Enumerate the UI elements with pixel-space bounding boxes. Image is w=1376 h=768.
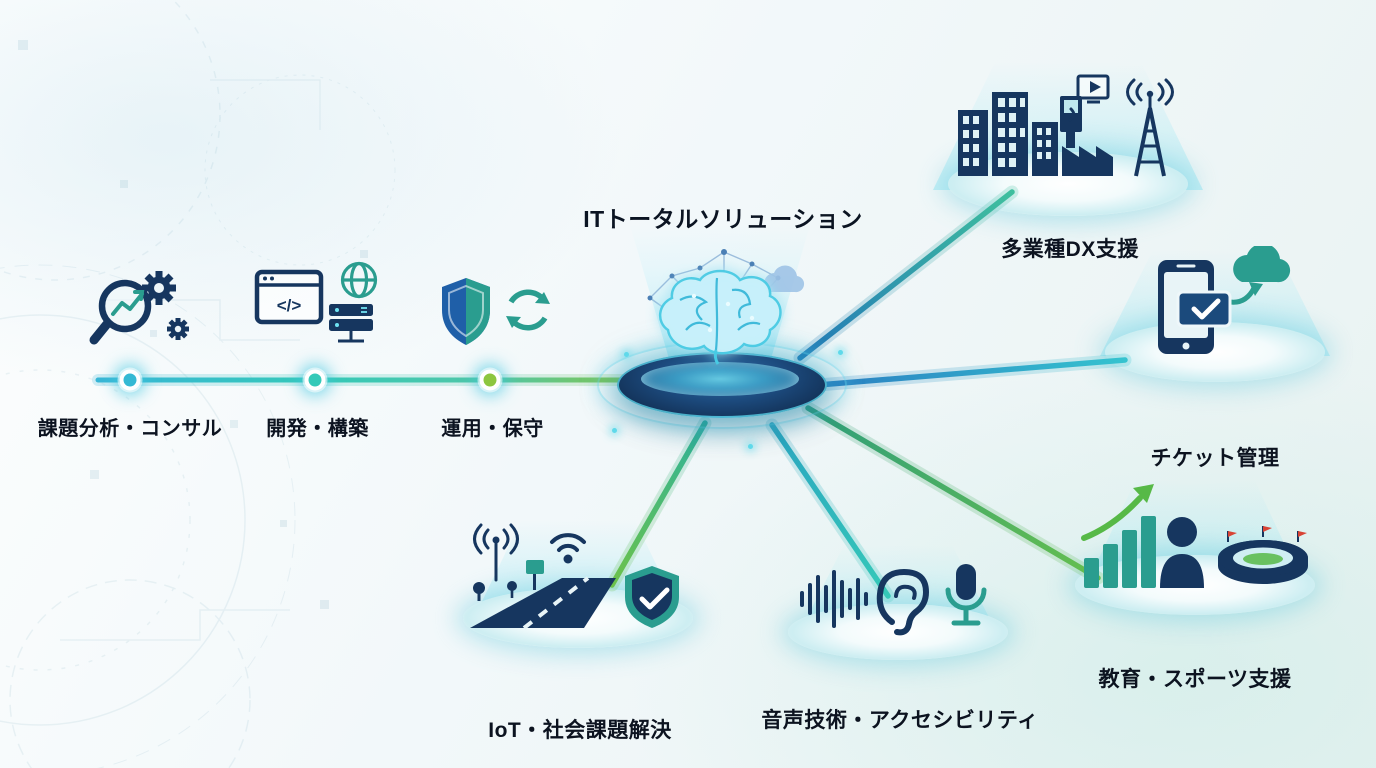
- pipeline-dot-development: [304, 369, 326, 391]
- ai-brain-hologram: [620, 238, 820, 383]
- ticket-glow-platform: [1105, 322, 1325, 382]
- hub-platform-surface: [641, 362, 799, 396]
- pipeline-step-analysis: [85, 262, 195, 362]
- city-factory-tower-icon: [958, 74, 1174, 177]
- ai-brain-hologram-icon: [647, 249, 805, 365]
- pipeline-label-analysis: 課題分析・コンサル: [37, 418, 223, 440]
- hub-spark: [624, 352, 629, 357]
- road-antenna-wifi-shield-icon: [470, 523, 679, 630]
- solution-label-ticket: チケット管理: [1150, 447, 1280, 470]
- pipeline-label-operation: 運用・保守: [441, 418, 544, 440]
- solution-label-education: 教育・スポーツ支援: [1098, 668, 1292, 691]
- solution-node-dx: [950, 70, 1180, 205]
- waveform-ear-microphone-icon: [800, 564, 987, 636]
- pipeline-step-development: </>: [253, 258, 383, 363]
- growth-chart-person-stadium-icon: [1081, 484, 1308, 588]
- solution-node-ticket: [1130, 243, 1295, 366]
- solution-label-iot: IoT・社会課題解決: [488, 719, 672, 742]
- solution-node-voice: [796, 554, 1001, 649]
- pipeline-label-development: 開発・構築: [266, 418, 369, 440]
- pipeline-dot-operation: [479, 369, 501, 391]
- solution-node-iot: [466, 516, 691, 636]
- pipeline-dot-analysis: [119, 369, 141, 391]
- pipeline-step-operation: [438, 270, 553, 360]
- hub-spark: [612, 428, 617, 433]
- code-window-server-globe-icon: </>: [254, 261, 378, 343]
- solution-node-education: [1078, 480, 1313, 600]
- smartphone-ticket-cloud-icon: [1158, 243, 1291, 354]
- shield-refresh-icon: [442, 278, 550, 345]
- code-glyph: </>: [277, 296, 302, 315]
- diagram-title: ITトータルソリューション: [583, 206, 863, 232]
- magnifier-gears-icon: [89, 271, 189, 345]
- hub-spark: [838, 350, 843, 355]
- hub-spark: [748, 444, 753, 449]
- solution-label-dx: 多業種DX支援: [1001, 238, 1139, 261]
- solution-label-voice: 音声技術・アクセシビリティ: [761, 709, 1039, 732]
